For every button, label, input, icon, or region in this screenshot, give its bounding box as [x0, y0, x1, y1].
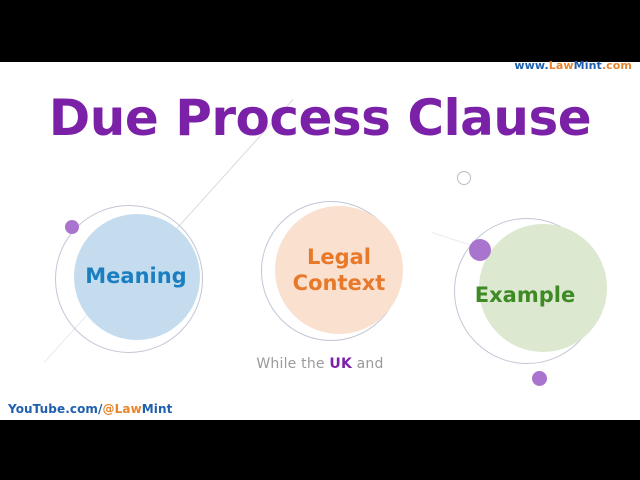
node-label-meaning: Meaning: [85, 264, 187, 288]
watermark-website[interactable]: www.LawMint.com: [514, 59, 632, 72]
example-accent-dot-bottom: [532, 371, 547, 386]
watermark-youtube[interactable]: YouTube.com/@LawMint: [8, 402, 173, 416]
caption-highlight: UK: [329, 356, 352, 372]
meaning-accent-dot: [65, 220, 79, 234]
node-meaning[interactable]: Meaning: [46, 182, 226, 353]
example-accent-dot-top: [469, 239, 491, 261]
node-label-legal-context: Legal Context: [292, 245, 386, 295]
example-disc: [479, 224, 607, 352]
node-example[interactable]: Example: [425, 162, 625, 386]
letterbox-bar-bottom: [0, 420, 640, 480]
page-title: Due Process Clause: [48, 89, 592, 147]
watermark-website-part-2: Law: [548, 59, 574, 72]
watermark-youtube-part-3: Mint: [141, 402, 173, 416]
watermark-youtube-part-1: YouTube.com/: [8, 402, 103, 416]
node-label-example: Example: [474, 283, 576, 307]
node-legal-context[interactable]: Legal Context: [245, 187, 425, 347]
watermark-website-part-1: www.: [514, 59, 549, 72]
caption-trail: and: [352, 356, 384, 372]
watermark-website-part-4: .com: [601, 59, 632, 72]
caption-text: While the UK and: [0, 356, 640, 372]
caption-lead: While the: [256, 356, 330, 372]
legal-context-disc: [275, 206, 403, 334]
watermark-youtube-part-2: @Law: [102, 402, 142, 416]
slide-canvas: Due Process Clause Meaning Legal Context: [0, 62, 640, 420]
example-hollow-dot: [457, 171, 471, 185]
letterbox-bar-top: [0, 0, 640, 62]
watermark-website-part-3: Mint: [573, 59, 602, 72]
